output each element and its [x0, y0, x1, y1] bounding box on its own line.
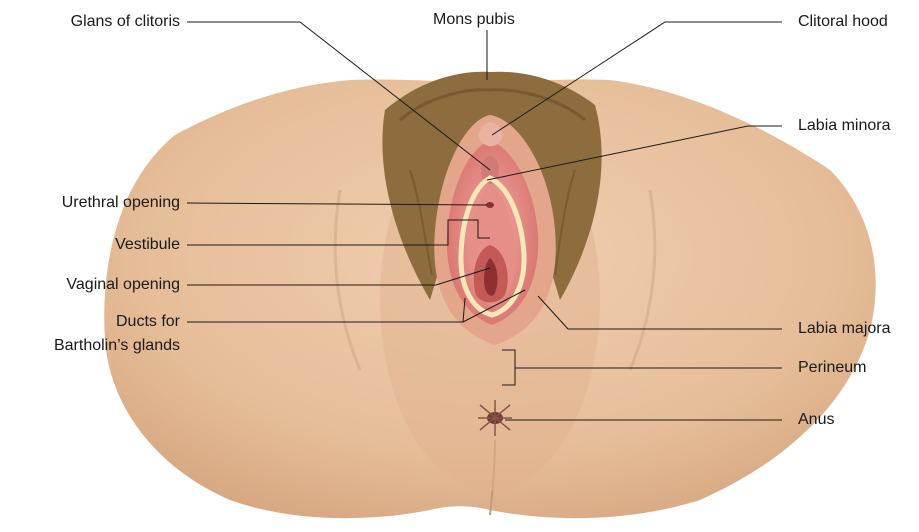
label-urethral: Urethral opening — [10, 193, 180, 213]
label-majora: Labia majora — [798, 319, 891, 339]
label-glans: Glans of clitoris — [20, 12, 180, 32]
label-hood: Clitoral hood — [798, 12, 888, 32]
label-vestibule: Vestibule — [10, 235, 180, 255]
label-anus: Anus — [798, 410, 834, 430]
label-mons: Mons pubis — [433, 10, 515, 30]
label-ducts-line1: Ducts for — [10, 312, 180, 332]
label-minora: Labia minora — [798, 116, 891, 136]
label-vaginal: Vaginal opening — [10, 275, 180, 295]
label-ducts-line2: Bartholin’s glands — [0, 336, 180, 356]
label-perineum: Perineum — [798, 358, 866, 378]
